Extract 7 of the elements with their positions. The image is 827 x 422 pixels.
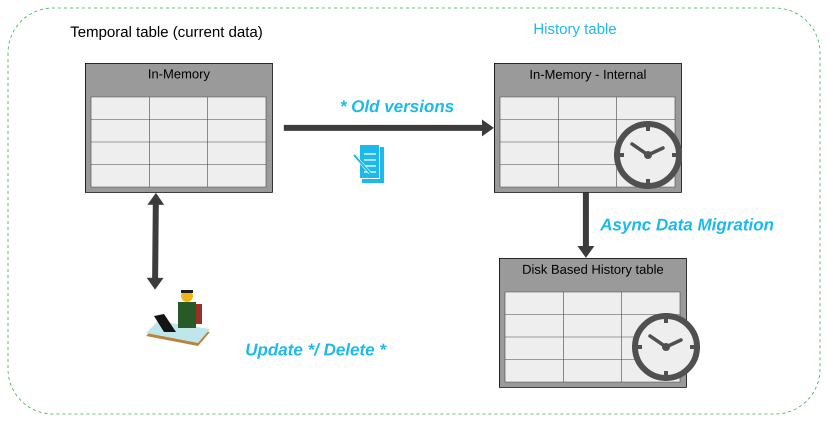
edge-label: * Old versions — [338, 98, 456, 114]
table-box: In-Memory — [85, 63, 273, 193]
caption-text: Update */ Delete * — [246, 343, 387, 359]
edge-label: Async Data Migration — [599, 217, 775, 235]
person-at-desk-drawing — [146, 290, 210, 346]
heading: Temporal table (current data) — [70, 26, 262, 40]
heading: History table — [534, 23, 616, 37]
